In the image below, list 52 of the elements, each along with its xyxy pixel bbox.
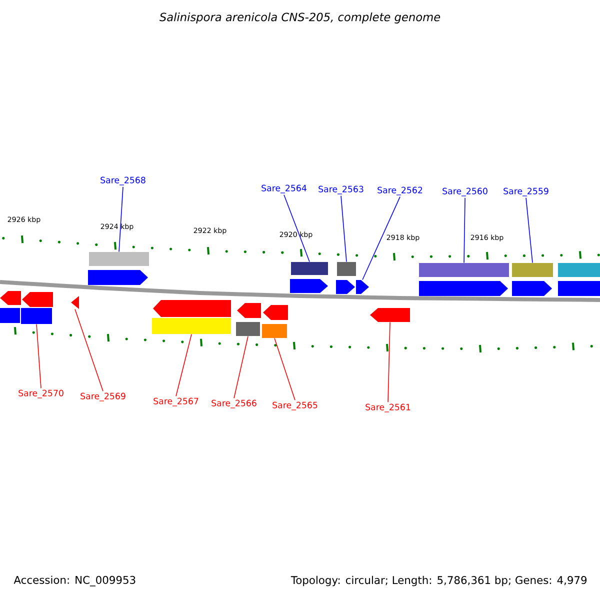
gene-label: Sare_2559 [504, 188, 548, 196]
gene-label: Sare_2562 [378, 186, 422, 196]
gene-feature [419, 263, 509, 277]
gene-feature [290, 279, 328, 293]
gene-feature [153, 300, 231, 317]
gene-label: Sare_2568 [100, 176, 146, 186]
genome-summary: Topology: circular; Length: 5,786,361 bp; Genes: 4,979 [290, 576, 587, 586]
title: Salinispora arenicola CNS-205, complete genome [160, 12, 440, 24]
gene-feature [263, 305, 288, 320]
leader-line [362, 196, 400, 280]
leader-line [464, 197, 466, 264]
leader-line [284, 194, 310, 262]
gene-label: Sare_2567 [154, 398, 198, 406]
gene-label: Sare_2566 [212, 400, 256, 408]
leader-line [234, 336, 248, 399]
gene-label: Sare_2565 [272, 402, 318, 410]
gene-feature [88, 270, 148, 285]
gene-feature [262, 324, 287, 338]
gene-feature [71, 296, 79, 309]
leader-line [118, 186, 124, 252]
gene-label: Sare_2563 [318, 186, 364, 194]
leader-line [388, 322, 390, 403]
accession-label: Accession: NC_009953 [14, 576, 136, 586]
gene-feature [291, 262, 328, 275]
gene-feature [22, 292, 53, 307]
leader-line [74, 308, 104, 392]
leader-line [526, 197, 533, 264]
leader-line [340, 195, 347, 262]
gene-feature [21, 308, 52, 324]
gene-feature [336, 280, 355, 294]
gene-feature [236, 322, 260, 336]
gene-feature [512, 263, 553, 277]
gene-feature [337, 262, 356, 276]
gene-feature [370, 308, 410, 322]
gene-label: Sare_2560 [442, 188, 488, 196]
gene-feature [0, 308, 20, 323]
gene-feature [237, 303, 261, 318]
leader-line [176, 334, 192, 397]
gene-feature [512, 281, 552, 296]
leader-line [36, 324, 42, 389]
gene-feature [89, 252, 149, 266]
leader-line [274, 338, 296, 401]
gene-feature [558, 263, 600, 277]
gene-feature [356, 280, 369, 294]
gene-feature [558, 281, 600, 296]
gene-label: Sare_2570 [18, 390, 64, 398]
gene-feature [419, 281, 508, 296]
gene-feature [152, 318, 231, 334]
gene-label: Sare_2569 [80, 392, 126, 402]
gene-label: Sare_2564 [262, 184, 306, 194]
gene-label: Sare_2561 [366, 404, 410, 412]
gene-feature [0, 291, 21, 305]
